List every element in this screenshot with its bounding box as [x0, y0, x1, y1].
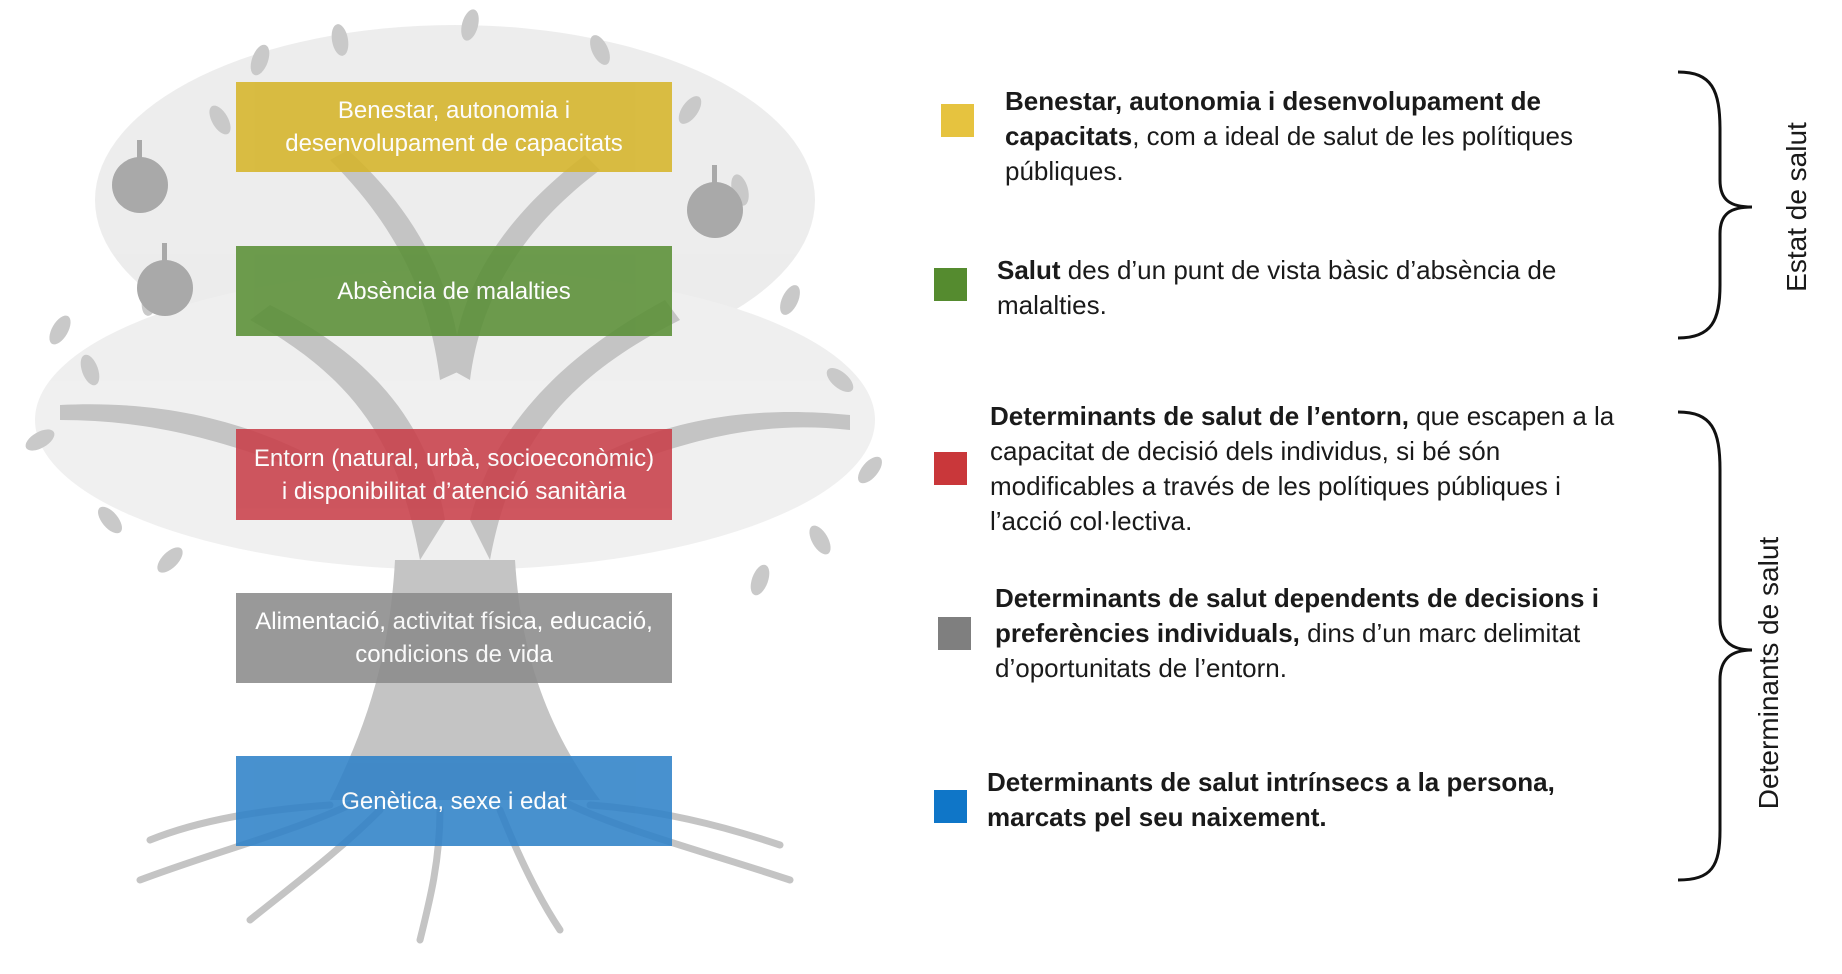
legend-bold: Determinants de salut intrínsecs a la pe…	[987, 767, 1555, 832]
legend-bold: Determinants de salut de l’entorn,	[990, 401, 1409, 431]
legend-bold: Determinants de salut dependents de deci…	[995, 583, 1599, 648]
legend-swatch-red	[934, 452, 967, 485]
legend-rest: , com a ideal de salut de les polítiques…	[1005, 121, 1574, 186]
group-label-determinants-de-salut: Determinants de salut	[1753, 536, 1784, 810]
box-genetica: Genètica, sexe i edat	[236, 756, 672, 846]
box-benestar: Benestar, autonomia i desenvolupament de…	[236, 82, 672, 172]
legend-swatch-green	[934, 268, 967, 301]
legend-swatch-yellow	[941, 104, 974, 137]
legend-text-salut: Salut des d’un punt de vista bàsic d’abs…	[997, 253, 1637, 323]
legend-rest: dins d’un marc delimitat d’oportunitats …	[995, 618, 1581, 683]
legend-rest: que escapen a la capacitat de decisió de…	[990, 401, 1615, 536]
group-label-estat-de-salut: Estat de salut	[1781, 122, 1812, 292]
legend-bold: Benestar, autonomia i desenvolupament de…	[1005, 86, 1542, 151]
legend-rest: des d’un punt de vista bàsic d’absència …	[997, 255, 1557, 320]
legend-text-benestar: Benestar, autonomia i desenvolupament de…	[1005, 84, 1645, 189]
legend-text-intrinsecs: Determinants de salut intrínsecs a la pe…	[987, 765, 1647, 835]
legend-swatch-gray	[938, 617, 971, 650]
legend-text-entorn: Determinants de salut de l’entorn, que e…	[990, 399, 1640, 539]
brace-determinants-de-salut	[1677, 410, 1753, 882]
legend-text-individuals: Determinants de salut dependents de deci…	[995, 581, 1655, 686]
box-absencia-malalties: Absència de malalties	[236, 246, 672, 336]
box-entorn: Entorn (natural, urbà, socioeconòmic) i …	[236, 429, 672, 520]
brace-estat-de-salut	[1677, 70, 1753, 340]
legend-swatch-blue	[934, 790, 967, 823]
legend-bold: Salut	[997, 255, 1061, 285]
apple-icons	[112, 140, 743, 316]
box-alimentacio: Alimentació, activitat física, educació,…	[236, 593, 672, 683]
